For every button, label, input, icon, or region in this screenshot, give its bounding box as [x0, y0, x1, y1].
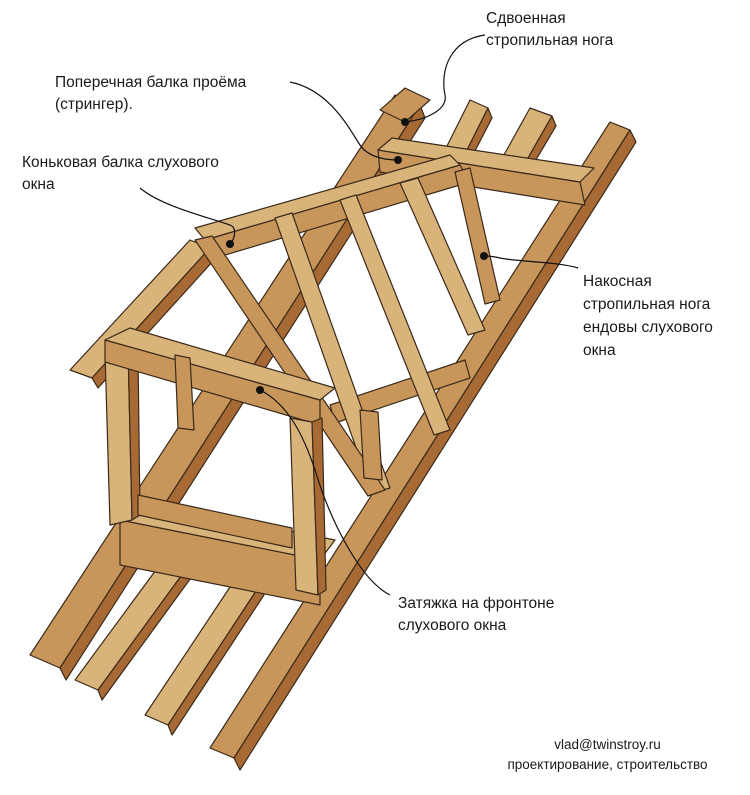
gable-tie-label: Затяжка на фронтоне слухового окна	[398, 593, 554, 637]
window-sill	[137, 494, 293, 549]
double-rafter-label-line-2: стропильная нога	[486, 32, 614, 49]
ridge-beam-label-line-1: Коньковая балка слухового	[22, 154, 219, 171]
footer-credits: vlad@twinstroy.ru проектирование, строит…	[480, 735, 735, 775]
footer-email: vlad@twinstroy.ru	[554, 737, 661, 752]
opening-beam-label-line-1: Поперечная балка проёма	[55, 74, 247, 91]
gable-tie-label-line-1: Затяжка на фронтоне	[398, 595, 555, 612]
double-rafter	[379, 87, 431, 123]
rear-posts	[174, 354, 383, 481]
opening-beam-label-line-2: (стрингер).	[55, 96, 133, 113]
front-left-post	[104, 347, 141, 526]
valley-rafter-label: Накосная стропильная нога ендовы слухово…	[583, 270, 713, 362]
front-right-post	[289, 417, 327, 596]
gable-tie-label-line-2: слухового окна	[398, 617, 507, 634]
double-rafter-label-line-1: Сдвоенная	[486, 10, 566, 27]
valley-rafter-label-line-2: стропильная нога	[583, 296, 711, 313]
valley-rafter	[454, 167, 501, 305]
valley-rafter-label-line-4: окна	[583, 342, 616, 359]
double-rafter-label: Сдвоенная стропильная нога	[486, 8, 613, 52]
valley-rafter-label-line-3: ендовы слухового	[583, 319, 713, 336]
opening-beam-label: Поперечная балка проёма (стрингер).	[55, 72, 246, 116]
gable-tie-beam	[104, 327, 336, 426]
ridge-beam-label-line-2: окна	[22, 176, 55, 193]
footer-tagline: проектирование, строительство	[507, 757, 708, 772]
ridge-beam-label: Коньковая балка слухового окна	[22, 152, 219, 196]
leader-dots	[226, 118, 488, 394]
valley-rafter-label-line-1: Накосная	[583, 273, 652, 290]
